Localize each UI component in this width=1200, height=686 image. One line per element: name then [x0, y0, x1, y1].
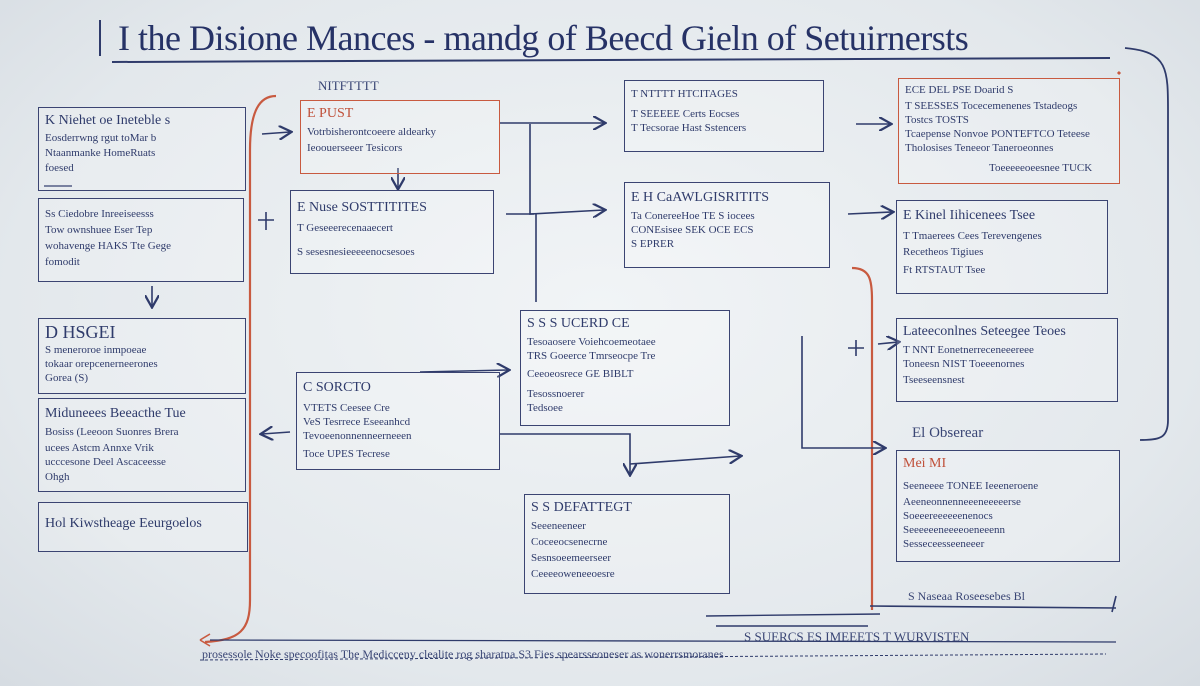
box-line: Bosiss (Leeoon Suonres Brera [45, 426, 179, 438]
box-line: S S DEFATTEGT [531, 500, 632, 515]
box-line: Tholosises Teneeor Taneroeonnes [905, 142, 1054, 154]
box-line: E Nuse SOSTTITITES [297, 200, 427, 215]
box-line: Seeeeeeneeeeoeneeenn [903, 524, 1005, 536]
center-box-3: C SORCTO VTETS Ceesee Cre VeS Tesrrece E… [296, 372, 500, 470]
box-line: Ss Ciedobre Inreeiseesss [45, 208, 154, 220]
observer-label: El Obserear [912, 425, 984, 441]
box-line: T NNT Eonetnerreceneeereee [903, 344, 1034, 356]
rc-box-3: S S S UCERD CE Tesoaosere Voiehcoemeotae… [520, 310, 730, 426]
box-line: T SEESSES Tocecemenenes Tstadeogs [905, 100, 1078, 112]
box-line: foesed [45, 162, 74, 174]
box-line: Ta ConereeHoe TE S iocees [631, 210, 755, 222]
box-line: E Kinel Iihicenees Tsee [903, 208, 1036, 223]
box-line: Tesoaosere Voiehcoemeotaee [527, 336, 656, 348]
center-box-1: E PUST Votrbisherontcoeere aldearky Ieoo… [300, 100, 500, 174]
box-line: ucccesone Deel Ascaceesse [45, 456, 166, 468]
box-line: Tseeseensnest [903, 374, 965, 386]
box-line: ucees Astcm Annxe Vrik [45, 442, 154, 454]
box-line: Ceeeeoweneeoesre [531, 568, 615, 580]
box-line: wohavenge HAKS Tte Gege [45, 240, 171, 252]
box-line: Sesnsoeemeerseer [531, 552, 612, 564]
box-line: T NTTTT HTCITAGES [631, 88, 738, 100]
box-line: Ceeoeosrece GE BIBLT [527, 368, 634, 380]
box-line: fomodit [45, 256, 80, 268]
diagram-title: I the Disione Mances - mandg of Beecd Gi… [118, 18, 969, 58]
footer-rule-label: S SUERCS ES IMEEETS T WURVISTEN [744, 629, 970, 644]
box-line: Ohgh [45, 471, 70, 483]
rc-box-1: T NTTTT HTCITAGES T SEEEEE Certs Eocses … [624, 80, 824, 152]
box-line: Votrbisherontcoeere aldearky [307, 126, 436, 138]
left-box-3: D HSGEI S meneroroe inmpoeae tokaar orep… [38, 318, 246, 394]
center-box-2: E Nuse SOSTTITITES T Geseeerecenaaecert … [290, 190, 494, 274]
rc-box-2: E H CaAWLGISRITITS Ta ConereeHoe TE S io… [624, 182, 830, 268]
box-line: S meneroroe inmpoeae [45, 344, 147, 356]
box-line: T SEEEEE Certs Eocses [631, 108, 740, 120]
right-box-4: Mei MI Seeneeee TONEE Ieeeneroene Aeeneo… [896, 450, 1120, 562]
box-line: Coceeocsenecrne [531, 536, 608, 548]
box-line: Tedsoee [527, 402, 563, 414]
box-line: K Niehet oe Ineteble s [45, 113, 171, 128]
box-line: Miduneees Beeacthe Tue [45, 406, 186, 421]
left-box-5: Hol Kiwstheage Eeurgoelos [38, 502, 248, 552]
box-line: S sesesnesieeeeenocsesoes [297, 246, 415, 258]
right-box-1: ECE DEL PSE Doarid S T SEESSES Tocecemen… [898, 78, 1120, 184]
box-line: Seeneeee TONEE Ieeeneroene [903, 480, 1039, 492]
rc-box-4: S S DEFATTEGT Seeeneeneer Coceeocsenecrn… [524, 494, 730, 594]
box-line: D HSGEI [45, 322, 116, 342]
box-line: T Geseeerecenaaecert [297, 222, 393, 234]
box-line: ECE DEL PSE Doarid S [905, 84, 1014, 96]
left-box-2: Ss Ciedobre Inreeiseesss Tow ownshuee Es… [38, 198, 244, 282]
box-line: CONEsisee SEK OCE ECS [631, 224, 754, 236]
box-line: S S S UCERD CE [527, 316, 630, 331]
box-line: Mei MI [903, 456, 947, 471]
box-line: Sesseceesseeneeer [903, 538, 985, 550]
box-line: S EPRER [631, 238, 675, 250]
bottom-right-note: S Naseaa Roseesebes Bl [908, 589, 1025, 603]
left-box-1: K Niehet oe Ineteble s Eosderrwng rgut t… [38, 107, 246, 191]
box-line: E H CaAWLGISRITITS [631, 190, 770, 205]
box-line: Seeeneeneer [531, 520, 586, 532]
box-line: Ft RTSTAUT Tsee [903, 264, 986, 276]
box-line: Toeeeeeoeesnee TUCK [989, 162, 1093, 174]
box-line: Soeeereeeeeenenocs [903, 510, 993, 522]
box-line: Recetheos Tigiues [903, 246, 984, 258]
box-line: Lateeconlnes Seteegee Teoes [903, 324, 1066, 339]
footer-line: prosessole Noke specoofitas The Mediccen… [202, 647, 724, 661]
box-line: tokaar orepcenerneerones [45, 358, 158, 370]
box-line: Eosderrwng rgut toMar b [45, 132, 157, 144]
box-line: Tcaepense Nonvoe PONTEFTCO Teteese [905, 128, 1090, 140]
box-line: Tow ownshuee Eser Tep [45, 224, 153, 236]
box-line: T Tecsorae Hast Sstencers [631, 122, 747, 134]
box-line: Gorea (S) [45, 372, 89, 384]
box-line: Tostcs TOSTS [905, 114, 969, 126]
left-box-4: Miduneees Beeacthe Tue Bosiss (Leeoon Su… [38, 398, 246, 492]
box-line: Tevoeenonnenneerneeen [303, 430, 412, 442]
box-line: Toneesn NIST Toeeenornes [903, 358, 1025, 370]
box-line: Hol Kiwstheage Eeurgoelos [45, 516, 202, 531]
box-line: VeS Tesrrece Eseeanhcd [303, 416, 411, 428]
box-line: TRS Goeerce Tmrseocpe Tre [527, 350, 656, 362]
box-line: Tesossnoerer [527, 388, 585, 400]
box-line: Ntaanmanke HomeRuats [45, 147, 156, 159]
box-line: Ieoouerseeer Tesicors [307, 142, 403, 154]
right-box-3: Lateeconlnes Seteegee Teoes T NNT Eonetn… [896, 318, 1118, 402]
top-label: NITFTTTT [318, 78, 379, 93]
box-line: Toce UPES Tecrese [303, 448, 390, 460]
box-line: E PUST [307, 106, 354, 121]
box-line: VTETS Ceesee Cre [303, 402, 390, 414]
box-line: Aeeneonnenneeeneeeeerse [903, 496, 1021, 508]
box-line: C SORCTO [303, 380, 371, 395]
right-box-2: E Kinel Iihicenees Tsee T Tmaerees Cees … [896, 200, 1108, 294]
box-line: T Tmaerees Cees Terevengenes [903, 230, 1042, 242]
